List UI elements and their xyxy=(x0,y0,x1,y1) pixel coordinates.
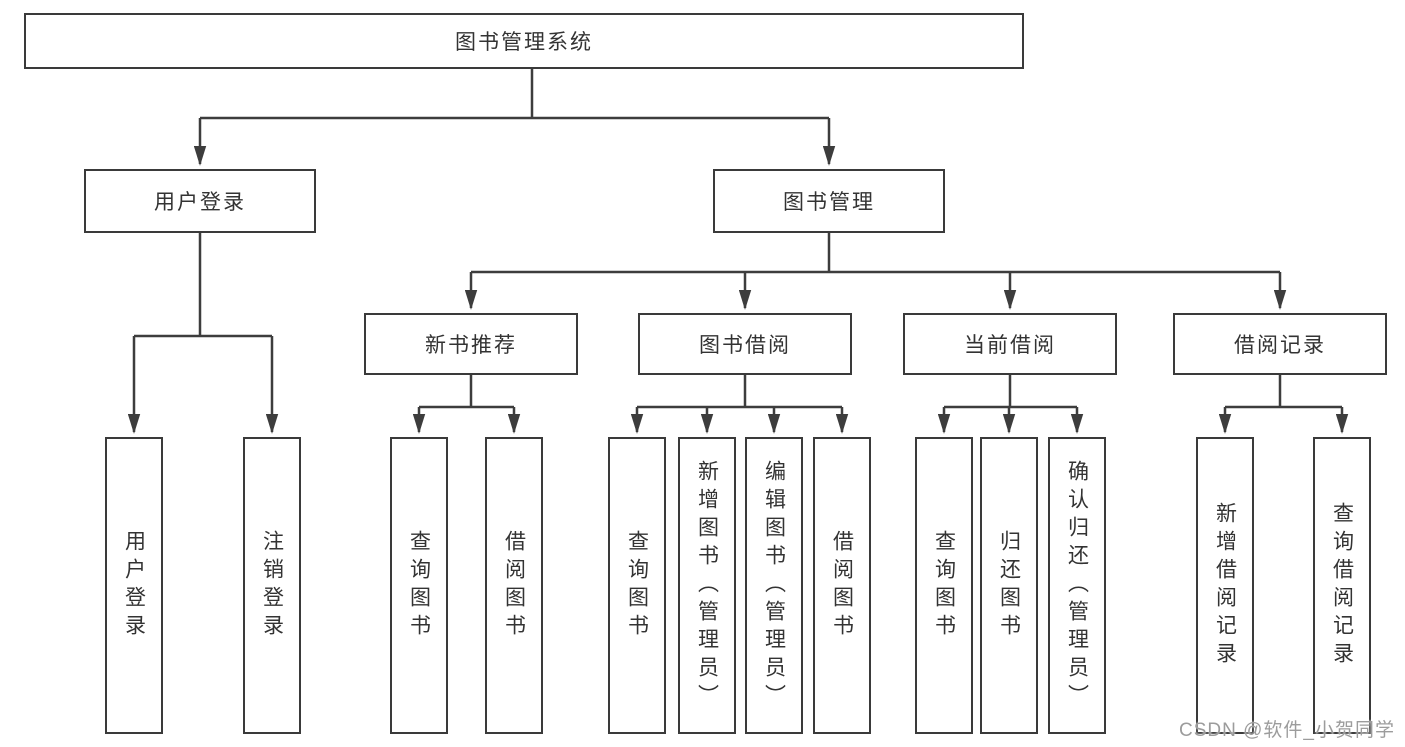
leaf-manage-borrow-book-label: 借阅图书 xyxy=(830,529,854,642)
leaf-current-return-book: 归还图书 xyxy=(980,437,1038,734)
leaf-login: 用户登录 xyxy=(105,437,163,734)
leaf-manage-query-book: 查询图书 xyxy=(608,437,666,734)
node-book-borrow-label: 图书借阅 xyxy=(699,334,791,357)
node-user-login-label: 用户登录 xyxy=(154,191,246,214)
leaf-logout-label: 注销登录 xyxy=(260,529,284,642)
leaf-current-confirm-return-label: 确认归还（管理员） xyxy=(1065,459,1089,712)
leaf-manage-add-book: 新增图书（管理员） xyxy=(678,437,736,734)
leaf-recommend-borrow-book-label: 借阅图书 xyxy=(502,529,526,642)
leaf-login-label: 用户登录 xyxy=(122,529,146,642)
leaf-current-confirm-return: 确认归还（管理员） xyxy=(1048,437,1106,734)
node-new-book-recommend-label: 新书推荐 xyxy=(425,334,517,357)
leaf-manage-add-book-label: 新增图书（管理员） xyxy=(695,459,719,712)
leaf-manage-edit-book-label: 编辑图书（管理员） xyxy=(762,459,786,712)
node-root: 图书管理系统 xyxy=(24,13,1024,69)
node-borrow-records-label: 借阅记录 xyxy=(1234,334,1326,357)
leaf-current-return-book-label: 归还图书 xyxy=(997,529,1021,642)
node-root-label: 图书管理系统 xyxy=(455,31,593,54)
node-book-management-label: 图书管理 xyxy=(783,191,875,214)
node-user-login: 用户登录 xyxy=(84,169,316,233)
leaf-recommend-query-book-label: 查询图书 xyxy=(407,529,431,642)
leaf-record-add: 新增借阅记录 xyxy=(1196,437,1254,734)
leaf-recommend-query-book: 查询图书 xyxy=(390,437,448,734)
leaf-manage-borrow-book: 借阅图书 xyxy=(813,437,871,734)
leaf-recommend-borrow-book: 借阅图书 xyxy=(485,437,543,734)
node-book-borrow: 图书借阅 xyxy=(638,313,852,375)
leaf-record-query-label: 查询借阅记录 xyxy=(1330,501,1354,670)
leaf-manage-edit-book: 编辑图书（管理员） xyxy=(745,437,803,734)
node-current-borrow-label: 当前借阅 xyxy=(964,334,1056,357)
node-borrow-records: 借阅记录 xyxy=(1173,313,1387,375)
csdn-watermark: CSDN @软件_小贺同学 xyxy=(1179,720,1395,741)
connector-stems xyxy=(134,69,1342,409)
leaf-manage-query-book-label: 查询图书 xyxy=(625,529,649,642)
leaf-logout: 注销登录 xyxy=(243,437,301,734)
connector-arrows xyxy=(127,118,1349,434)
leaf-record-add-label: 新增借阅记录 xyxy=(1213,501,1237,670)
leaf-current-query-book-label: 查询图书 xyxy=(932,529,956,642)
node-current-borrow: 当前借阅 xyxy=(903,313,1117,375)
leaf-record-query: 查询借阅记录 xyxy=(1313,437,1371,734)
leaf-current-query-book: 查询图书 xyxy=(915,437,973,734)
node-new-book-recommend: 新书推荐 xyxy=(364,313,578,375)
node-book-management: 图书管理 xyxy=(713,169,945,233)
